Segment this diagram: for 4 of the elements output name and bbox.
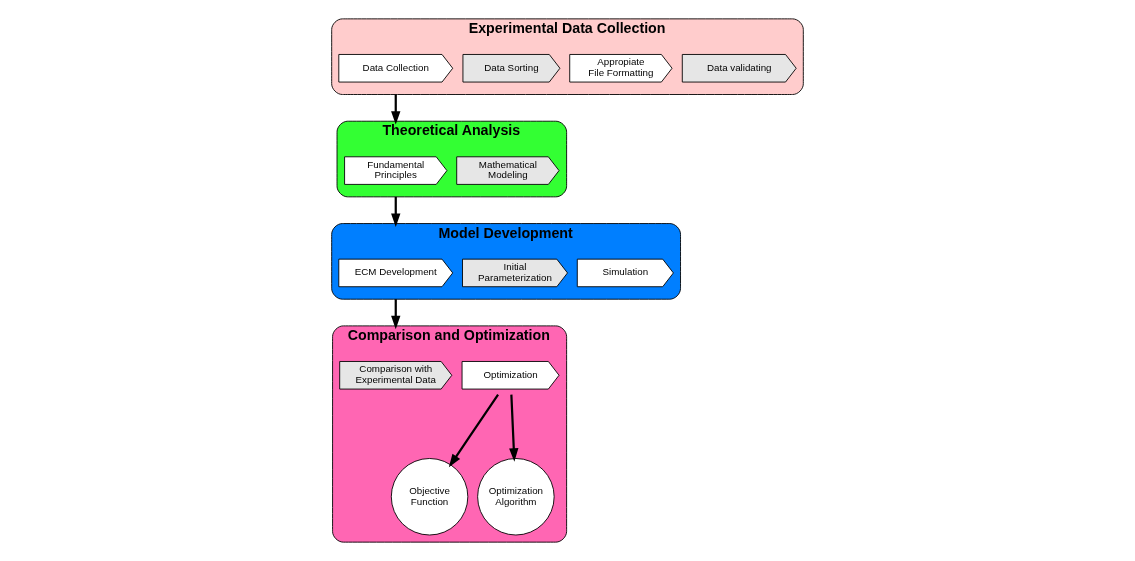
arrow <box>448 393 499 468</box>
node-circle: Objective Function <box>390 458 469 536</box>
arrow <box>509 394 519 462</box>
node-circle: Optimization Algorithm <box>477 458 555 536</box>
